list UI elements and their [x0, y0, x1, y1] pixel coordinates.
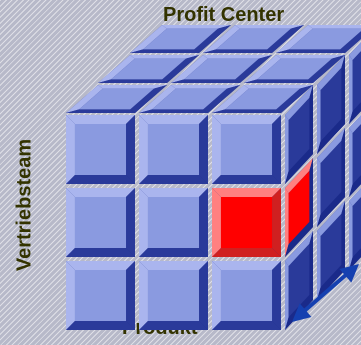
cube-front-cell: [66, 188, 135, 257]
cube-front-cell: [212, 261, 281, 330]
cube-side-cell: [349, 42, 361, 124]
cube-front-face: [66, 115, 281, 330]
cube-side-cell: [285, 85, 313, 184]
cube-side-cell: [349, 115, 361, 197]
cube-front-cell: [66, 115, 135, 184]
cube-side-cell: [317, 201, 345, 300]
highlighted-cell: [212, 188, 281, 257]
cube-top-cell: [139, 85, 240, 113]
cube-front-cell: [139, 188, 208, 257]
cube-top-face: [66, 25, 361, 113]
cube-side-cell: [285, 158, 313, 257]
cube-top-cell: [171, 55, 272, 83]
cube-top-cell: [276, 25, 361, 53]
cube-front-cell: [139, 115, 208, 184]
cube-top-cell: [98, 55, 199, 83]
cube-top-cell: [203, 25, 304, 53]
cube-front-cell: [139, 261, 208, 330]
cube-side-face: [285, 42, 361, 330]
cube-front-cell: [212, 115, 281, 184]
cube-top-cell: [212, 85, 313, 113]
cube-side-cell: [317, 55, 345, 154]
cube-front-cell: [66, 261, 135, 330]
cube-top-cell: [130, 25, 231, 53]
double-arrow-icon: [292, 264, 359, 322]
axis-label-profit-center: Profit Center: [163, 4, 285, 26]
cube-side-cell: [317, 128, 345, 227]
cube-top-cell: [66, 85, 167, 113]
cube-top-cell: [244, 55, 345, 83]
cube-side-cell: [349, 188, 361, 270]
